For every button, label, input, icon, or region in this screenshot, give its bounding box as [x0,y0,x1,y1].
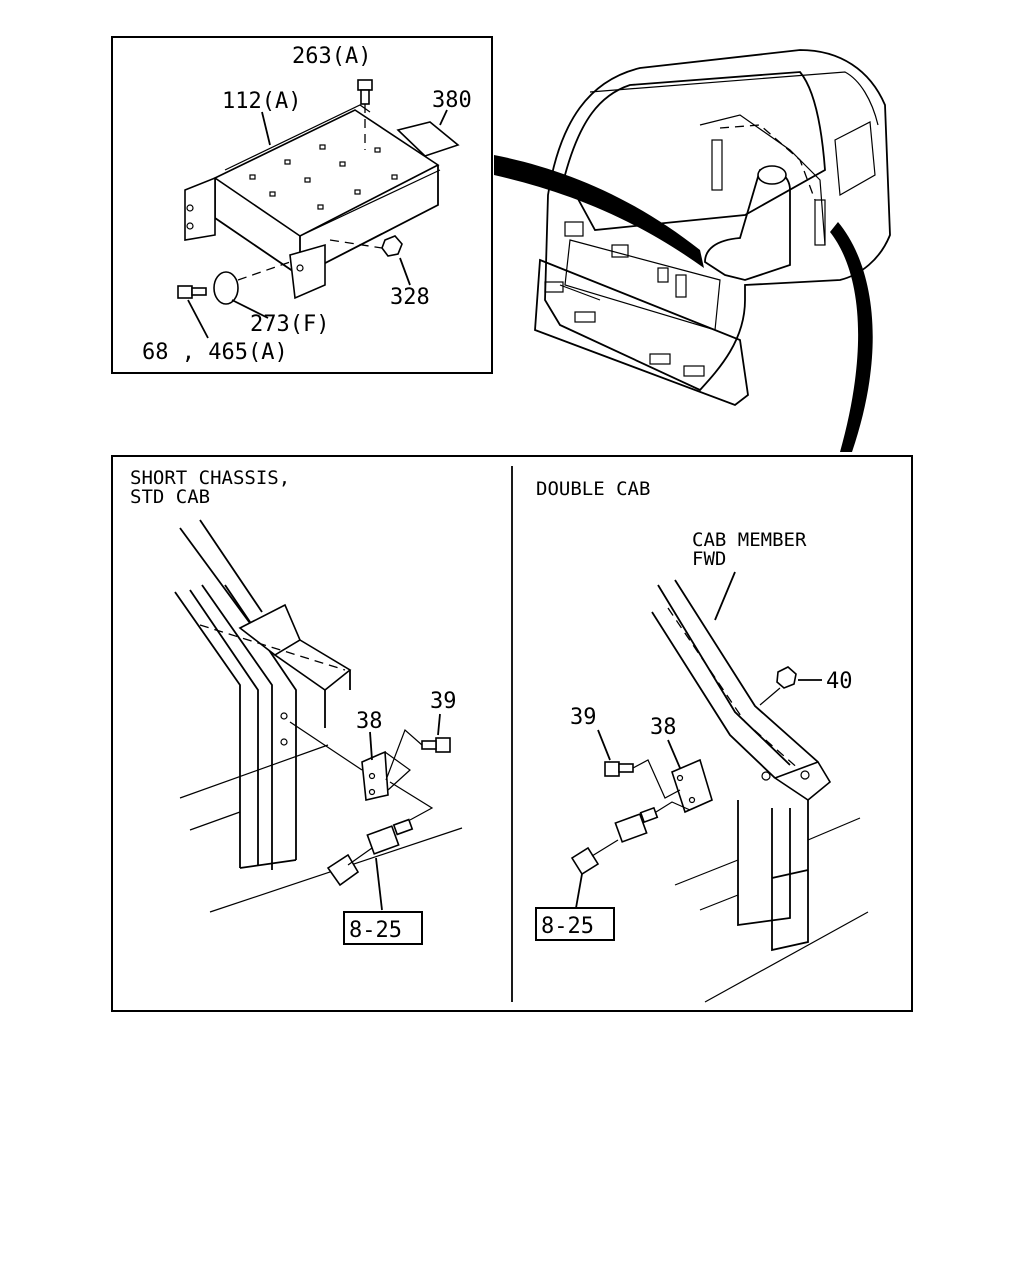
nut-40-drawing [776,666,797,689]
std-cab-ref-label[interactable]: 8-25 [349,918,402,943]
truck-cab-overview [534,49,891,407]
std-cab-callout-38: 38 [356,709,383,734]
bracket-detail-frame [111,36,493,374]
std-cab-heading-line1: SHORT CHASSIS, [130,467,290,489]
clip-273-drawing [213,261,291,305]
double-cab-ref-label[interactable]: 8-25 [541,914,594,939]
mounting-plate-drawing [184,104,441,300]
std-cab-switch-drawing [326,781,434,887]
bolt-263-drawing [357,79,373,150]
double-cab-view: DOUBLE CAB CAB MEMBER FWD 4 [535,478,869,1003]
callout-380: 380 [432,88,472,113]
double-cab-callout-40: 40 [826,669,853,694]
double-cab-switch-drawing [570,801,691,876]
callout-112: 112(A) [222,89,301,114]
std-cab-view: SHORT CHASSIS, STD CAB [130,467,463,945]
callout-273: 273(F) [250,312,329,337]
double-cab-ref-box [535,907,615,941]
callout-328: 328 [390,285,430,310]
double-cab-heading: DOUBLE CAB [536,478,650,500]
double-cab-callout-39: 39 [570,705,597,730]
double-cab-callout-38: 38 [650,715,677,740]
nut-328-drawing [329,235,403,257]
callout-263: 263(A) [292,44,371,69]
installation-frame [111,455,913,1012]
bracket-detail-panel: 263(A) 112(A) 380 328 273(F) 68 , 465(A) [111,36,493,374]
label-plate-drawing [396,121,460,157]
cab-member-note-line2: FWD [692,548,726,570]
callout-68-465: 68 , 465(A) [142,340,288,365]
std-cab-ref-box [343,911,423,945]
installation-panel: SHORT CHASSIS, STD CAB [111,455,913,1012]
cab-member-note-line1: CAB MEMBER [692,529,807,551]
bolt-68-drawing [177,285,207,299]
std-cab-callout-39: 39 [430,689,457,714]
callout-arrows [494,155,873,452]
std-cab-heading-line2: STD CAB [130,486,210,508]
